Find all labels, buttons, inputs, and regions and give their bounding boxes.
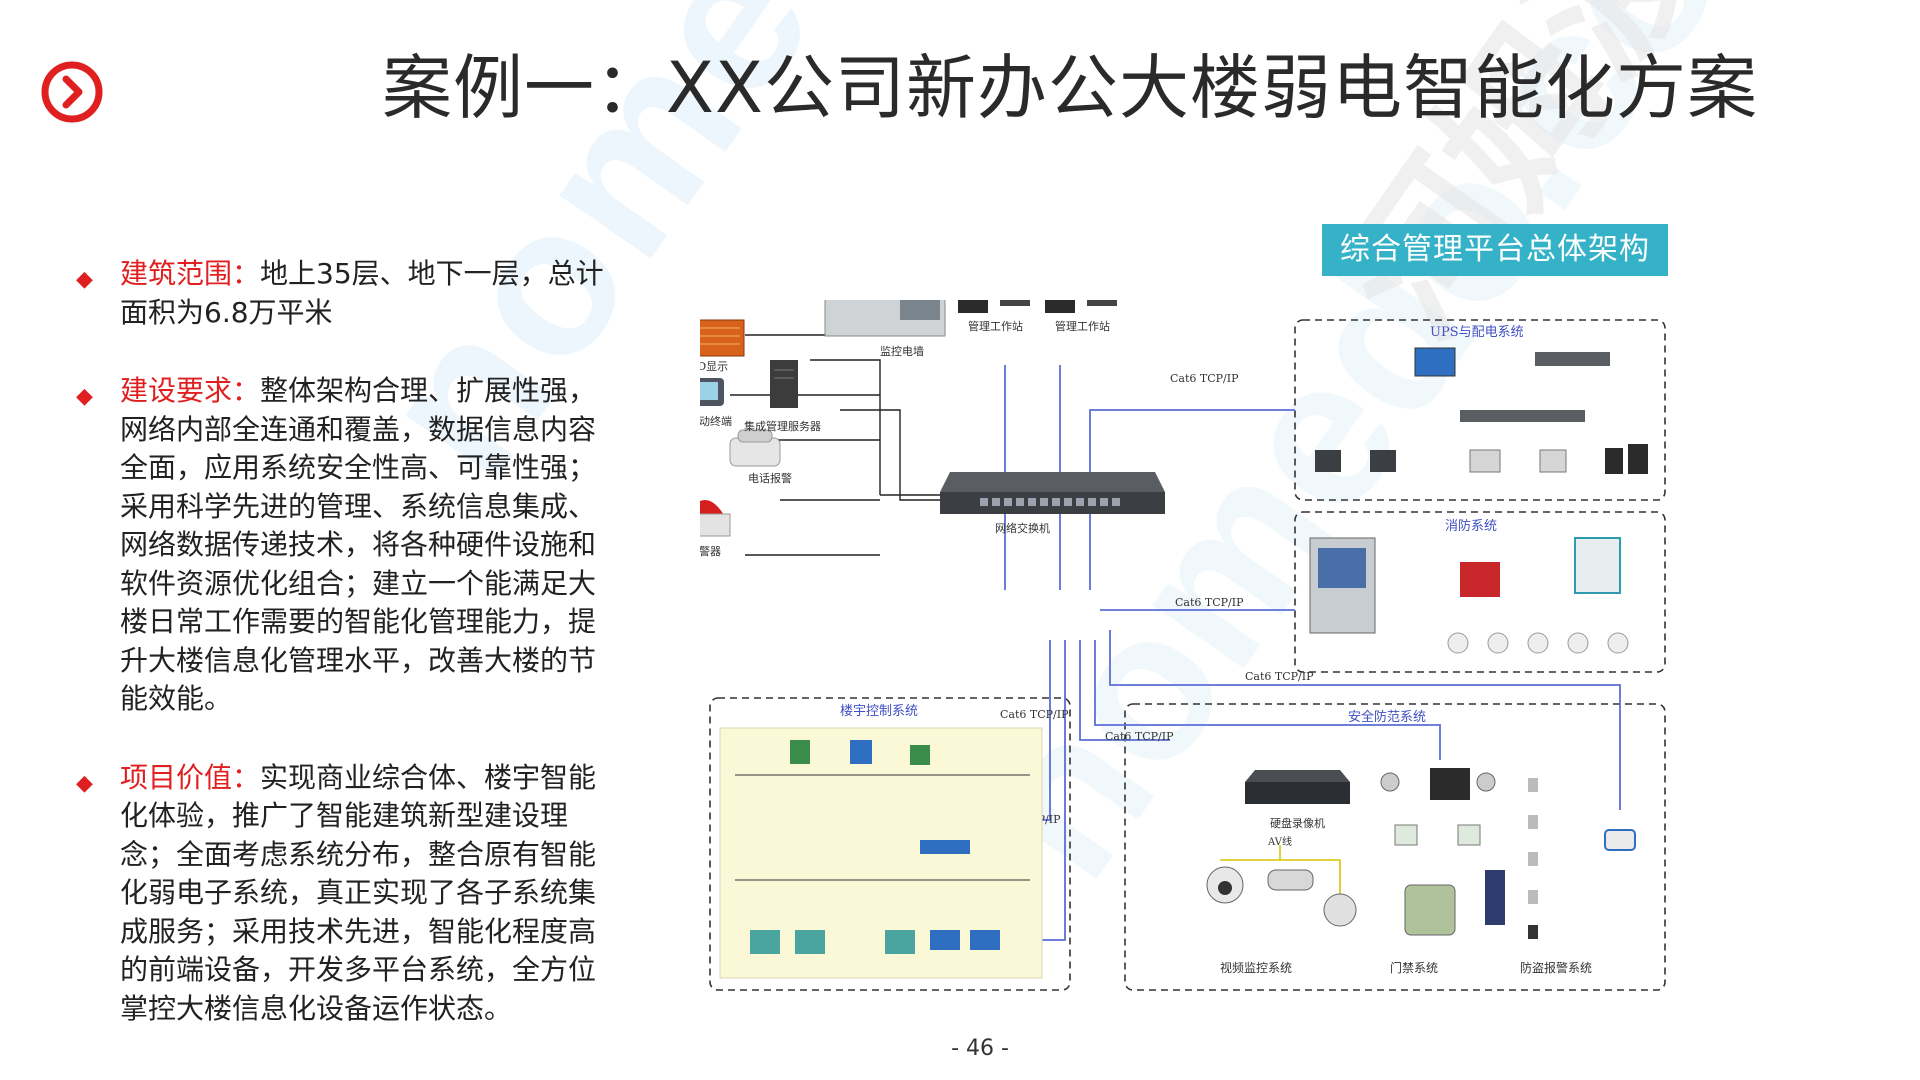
nvr-label: 硬盘录像机	[1270, 816, 1325, 830]
bullet-label: 项目价值	[120, 760, 233, 794]
cat6-label: Cat6 TCP/IP	[1175, 596, 1244, 609]
server-icon	[770, 360, 798, 408]
architecture-diagram: 监控电墙 管理工作站 管理工作站 LED显示 移动终端 电话报警 报警器	[700, 300, 1666, 991]
bullet-text: 实现商业综合体、楼宇智能化体验，推广了智能建筑新型建设理念；全面考虑系统分布，整…	[120, 760, 597, 1025]
led-display-label: LED显示	[700, 360, 728, 373]
cat6-label: Cat6 TCP/IP	[1105, 730, 1174, 743]
cat6-label: Cat6 TCP/IP	[1170, 372, 1239, 385]
page-title: 案例一：XX公司新办公大楼弱电智能化方案	[382, 47, 1758, 129]
workstation-icon	[958, 300, 1030, 313]
ups-system-box	[1294, 319, 1666, 501]
video-system-label: 视频监控系统	[1220, 960, 1292, 975]
workstation-icon	[1045, 300, 1117, 313]
mobile-terminal-icon	[700, 378, 724, 406]
cat6-label: Cat6 TCP/IP	[1245, 670, 1314, 683]
bullet-colon: ：	[232, 374, 261, 407]
bullet-label: 建设要求	[120, 374, 233, 407]
bullet-text: 整体架构合理、扩展性强，网络内部全连通和覆盖，数据信息内容全面，应用系统安全性高…	[120, 374, 597, 715]
alarm-label: 报警器	[700, 544, 721, 558]
monitor-wall-label: 监控电墙	[880, 344, 924, 358]
bullet-list: ◆ 建筑范围：地上35层、地下一层，总计面积为6.8万平米 ◆ 建设要求：整体架…	[72, 255, 612, 1068]
workstation-label: 管理工作站	[1055, 319, 1110, 333]
phone-label: 电话报警	[748, 471, 792, 485]
bas-panel-icon	[719, 727, 1043, 979]
camera-icon	[1206, 866, 1357, 927]
diamond-bullet-icon: ◆	[76, 384, 93, 409]
diamond-bullet-icon: ◆	[76, 770, 93, 796]
diamond-bullet-icon: ◆	[76, 267, 93, 292]
diagram-title-badge: 综合管理平台总体架构	[1322, 224, 1668, 276]
server-label: 集成管理服务器	[744, 419, 821, 433]
bullet-colon: ：	[232, 760, 261, 794]
bullet-item: ◆ 建筑范围：地上35层、地下一层，总计面积为6.8万平米	[72, 255, 612, 332]
fire-equipment-icon	[1309, 537, 1629, 654]
bullet-colon: ：	[232, 257, 261, 290]
bas-system-title: 楼宇控制系统	[840, 704, 918, 719]
nvr-icon	[1245, 770, 1350, 804]
page-number: - 46 -	[951, 1036, 1009, 1061]
bullet-text: 地上35层、地下一层，总计面积为6.8万平米	[120, 257, 604, 329]
security-system-box	[1124, 703, 1666, 991]
bas-system-box	[709, 697, 1071, 991]
fire-system-title: 消防系统	[1445, 518, 1497, 534]
intrusion-system-label: 防盗报警系统	[1520, 960, 1592, 975]
workstation-label: 管理工作站	[968, 319, 1023, 333]
phone-icon	[729, 429, 781, 467]
monitor-wall-icon	[824, 300, 946, 337]
intrusion-alarm-icon	[1528, 778, 1636, 939]
bullet-item: ◆ 建设要求：整体架构合理、扩展性强，网络内部全连通和覆盖，数据信息内容全面，应…	[72, 372, 612, 719]
network-switch-icon	[940, 472, 1165, 514]
network-switch-label: 网络交换机	[995, 521, 1050, 535]
mobile-terminal-label: 移动终端	[700, 414, 732, 428]
ups-equipment-icon	[1315, 347, 1648, 474]
access-system-label: 门禁系统	[1390, 960, 1438, 975]
led-display-icon	[700, 319, 745, 357]
fire-system-box	[1294, 511, 1666, 673]
cat6-label: Cat6 TCP/IP	[1000, 708, 1069, 721]
access-control-icon	[1380, 768, 1505, 936]
chevron-right-circle-icon	[41, 61, 103, 123]
ups-system-title: UPS与配电系统	[1430, 325, 1524, 340]
av-line-label: AV线	[1267, 835, 1292, 848]
bullet-item: ◆ 项目价值：实现商业综合体、楼宇智能化体验，推广了智能建筑新型建设理念；全面考…	[72, 759, 612, 1029]
bullet-label: 建筑范围	[120, 257, 233, 290]
security-system-title: 安全防范系统	[1348, 709, 1426, 725]
alarm-light-icon	[700, 500, 731, 537]
